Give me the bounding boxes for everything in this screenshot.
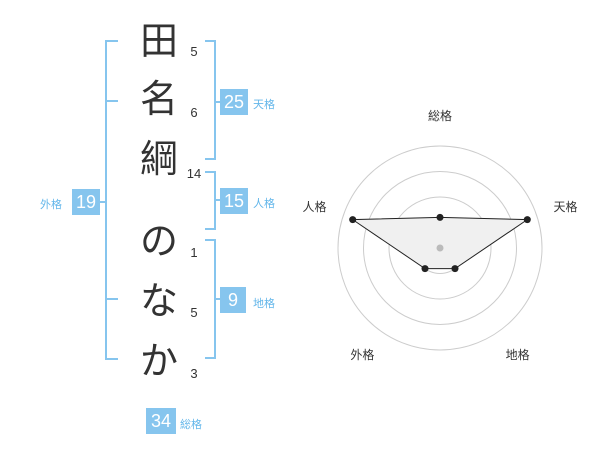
radar-axis-label-2: 天格	[554, 199, 578, 214]
name-char-4: の	[139, 219, 178, 263]
radar-point-4	[421, 265, 429, 273]
name-char-5: な	[139, 279, 178, 323]
stroke-count-5: 5	[190, 305, 198, 320]
tenkaku-label: 天格	[253, 98, 275, 111]
stroke-count-3: 14	[186, 166, 202, 181]
jinkaku-badge: 15	[220, 188, 248, 214]
soukaku-badge: 34	[146, 408, 176, 434]
name-char-2: 名	[139, 77, 178, 121]
radar-grid-ring	[337, 145, 543, 351]
stroke-count-1: 5	[190, 44, 198, 59]
radar-polygon	[351, 216, 529, 270]
radar-axis-label-1: 総格	[428, 108, 452, 123]
radar-point-1	[436, 213, 444, 221]
radar-points	[349, 213, 531, 273]
gaikaku-label: 外格	[40, 198, 62, 211]
stroke-count-2: 6	[190, 105, 198, 120]
name-char-1: 田	[139, 19, 178, 63]
chikaku-badge: 9	[220, 287, 246, 313]
name-char-6: か	[139, 339, 178, 383]
radar-axis-label-4: 外格	[350, 347, 374, 362]
jinkaku-label: 人格	[253, 197, 275, 210]
gaikaku-bracket	[100, 40, 118, 360]
gaikaku-badge: 19	[72, 189, 100, 215]
tenkaku-badge: 25	[220, 89, 248, 115]
name-char-3: 綱	[139, 137, 178, 181]
radar-grid-ring	[363, 171, 517, 325]
radar-grid-ring	[388, 196, 492, 300]
radar-point-2	[523, 216, 531, 224]
stroke-count-4: 1	[190, 245, 198, 260]
radar-axis-label-3: 地格	[506, 347, 530, 362]
radar-center-dot	[436, 244, 444, 252]
chikaku-label: 地格	[253, 297, 275, 310]
radar-axis-label-5: 人格	[302, 199, 326, 214]
radar-point-5	[349, 216, 357, 224]
stroke-count-6: 3	[190, 366, 198, 381]
soukaku-label: 総格	[180, 418, 202, 431]
radar-point-3	[451, 265, 459, 273]
